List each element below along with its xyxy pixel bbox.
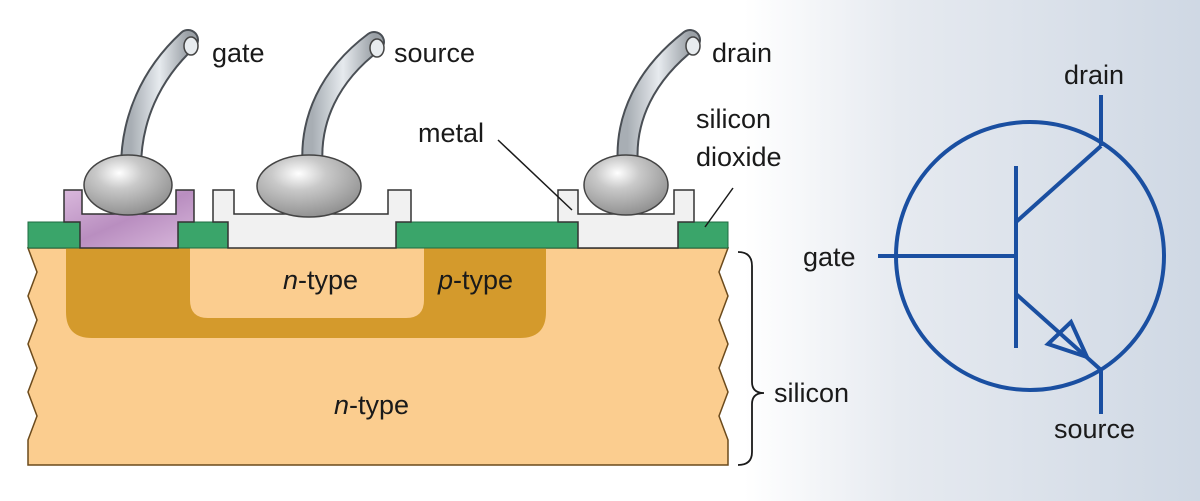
- silicon-label: silicon: [774, 378, 849, 408]
- gate-metal-pad: [63, 189, 195, 249]
- oxide-label-line2: dioxide: [696, 142, 782, 172]
- inner-n-type-rest: -type: [298, 265, 358, 295]
- symbol-gate-label: gate: [803, 242, 856, 272]
- source-metal-pad: [212, 189, 412, 249]
- source-solder-ball: [256, 154, 362, 218]
- drain-metal-pad: [557, 189, 695, 249]
- metal-leader-line: [497, 139, 573, 211]
- symbol-source-label: source: [1054, 414, 1135, 444]
- inner-n-type-label: n-type: [283, 265, 358, 295]
- substrate-n-type-rest: -type: [349, 390, 409, 420]
- transistor-symbol: [878, 95, 1166, 414]
- oxide-label-line1: silicon: [696, 104, 771, 134]
- metal-label: metal: [418, 118, 484, 148]
- symbol-drain-diagonal: [1014, 144, 1103, 224]
- source-terminal-label: source: [394, 38, 475, 68]
- gate-terminal-label: gate: [212, 38, 265, 68]
- substrate-n-type-label: n-type: [334, 390, 409, 420]
- p-type-rest: -type: [453, 265, 513, 295]
- p-type-label: p-type: [437, 265, 513, 295]
- drain-solder-ball: [583, 154, 669, 216]
- inner-n-type-italic: n: [283, 265, 298, 295]
- silicon-bracket: [737, 251, 765, 466]
- symbol-arrow-icon: [1044, 318, 1091, 361]
- p-type-italic: p: [437, 265, 453, 295]
- gate-solder-ball: [83, 154, 173, 216]
- substrate-n-type-italic: n: [334, 390, 349, 420]
- symbol-drain-label: drain: [1064, 60, 1124, 90]
- oxide-leader-line: [704, 187, 734, 228]
- inner-n-type-region: [190, 248, 424, 318]
- drain-terminal-label: drain: [712, 38, 772, 68]
